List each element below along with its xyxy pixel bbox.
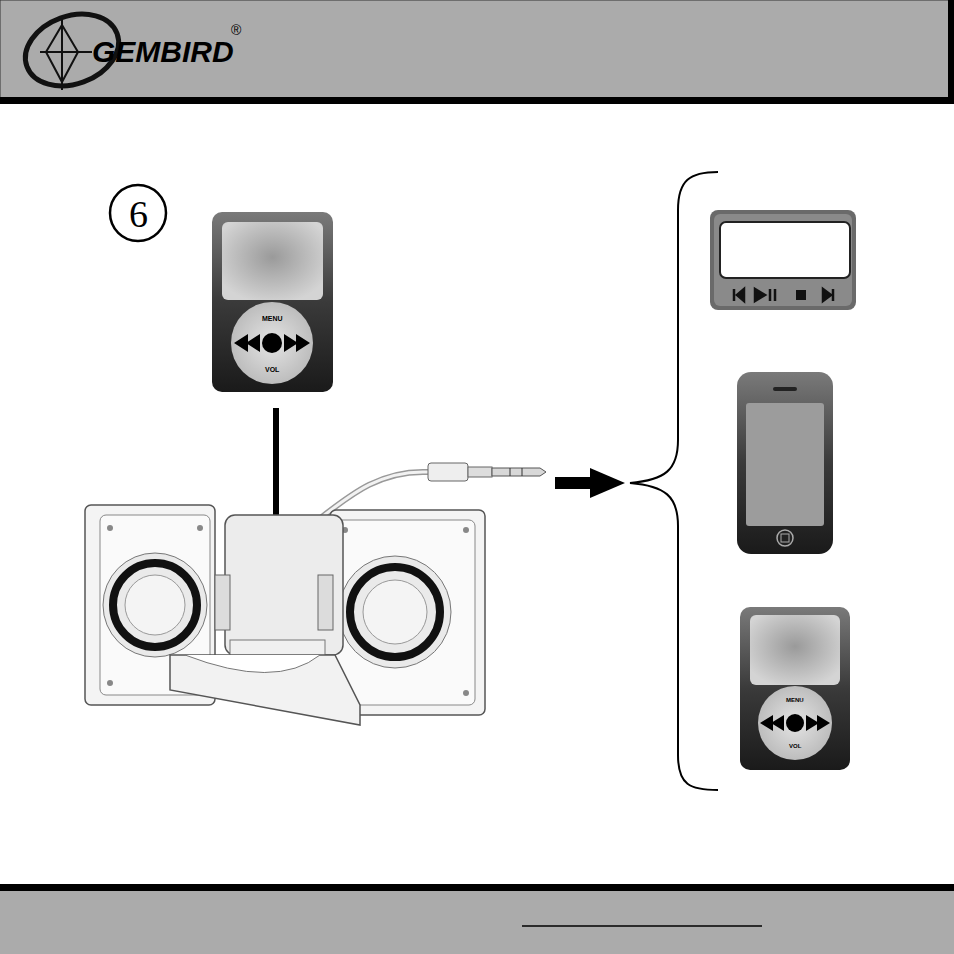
registered-mark: ® [231,23,241,37]
button-label: VOL [265,366,279,373]
button-label: MENU [786,697,804,703]
button-label: VOL [789,743,801,749]
step-number: 6 [129,195,148,233]
button-label: MENU [262,315,283,322]
brand-logo: GEMBIRD [92,37,234,67]
